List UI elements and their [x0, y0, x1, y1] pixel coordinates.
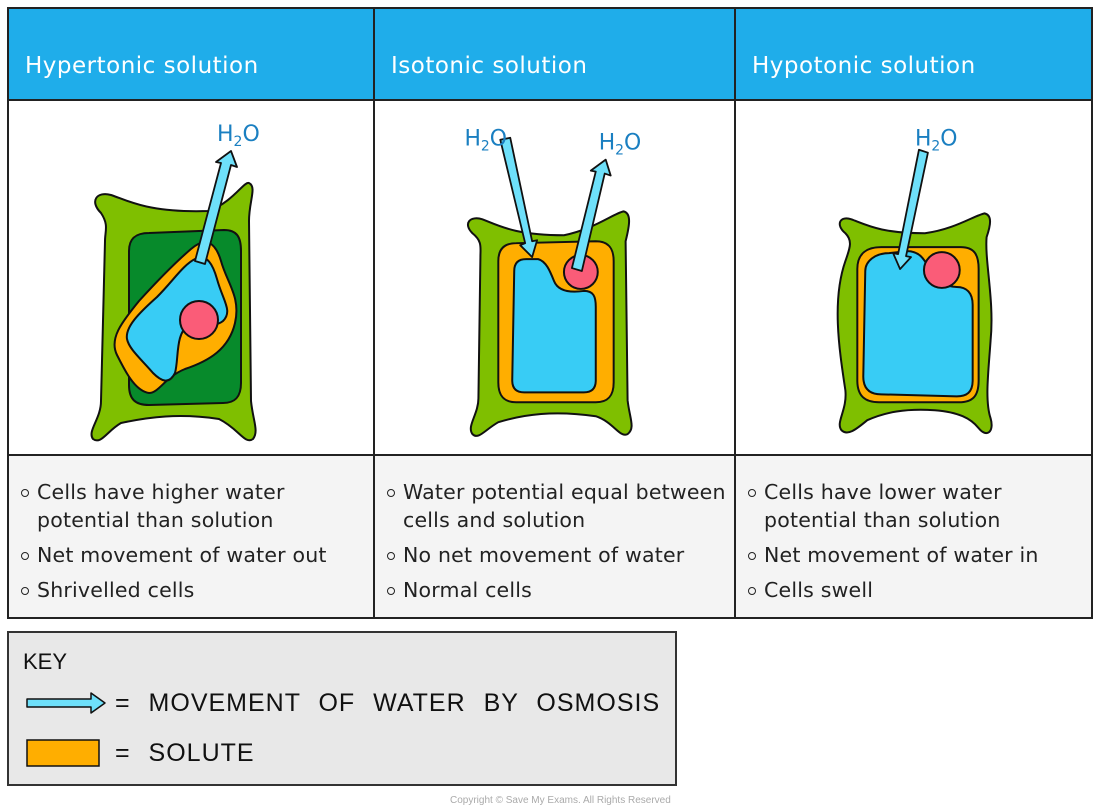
key-item-solute: = SOLUTE: [25, 738, 255, 768]
key-label: = SOLUTE: [115, 738, 255, 767]
cell-diagram-hypotonic: H2O: [736, 101, 1091, 454]
bullet-item: Normal cells: [385, 576, 726, 604]
column-header: Isotonic solution: [375, 9, 734, 101]
bullet-item: Net movement of water out: [19, 541, 365, 569]
bullet-item: Net movement of water in: [746, 541, 1083, 569]
nucleus: [179, 300, 219, 340]
cell-diagram-hypertonic: H2O: [9, 101, 373, 454]
bullet-item: No net movement of water: [385, 541, 726, 569]
nucleus: [922, 251, 961, 289]
bullet-item: Shrivelled cells: [19, 576, 365, 604]
water-arrow-out: [194, 150, 238, 265]
bullet-item: Water potential equal between cells and …: [385, 478, 726, 534]
key-legend: KEY = MOVEMENT OF WATER BY OSMOSIS = SOL…: [7, 631, 677, 786]
plant-cell-normal: H2O H2O: [465, 127, 642, 437]
column-isotonic: Isotonic solution H2O H2O Water potentia…: [373, 9, 734, 617]
copyright-notice: Copyright © Save My Exams. All Rights Re…: [450, 795, 671, 806]
description-box: Water potential equal between cells and …: [375, 454, 734, 617]
column-hypotonic: Hypotonic solution H2O Cells have lower …: [734, 9, 1091, 617]
column-title: Isotonic solution: [391, 53, 588, 79]
h2o-label: H2O: [599, 131, 642, 159]
description-box: Cells have lower water potential than so…: [736, 454, 1091, 617]
solute-swatch: [26, 739, 100, 768]
column-title: Hypotonic solution: [752, 53, 976, 79]
water-arrow-in: [499, 136, 538, 259]
column-hypertonic: Hypertonic solution H2O Cells have highe…: [9, 9, 373, 617]
column-header: Hypotonic solution: [736, 9, 1091, 101]
water-arrow-in: [892, 148, 929, 270]
osmosis-comparison-table: Hypertonic solution H2O Cells have highe…: [7, 7, 1093, 619]
arrow-icon: [26, 692, 106, 715]
key-title: KEY: [23, 649, 68, 674]
vacuole: [125, 256, 229, 382]
column-header: Hypertonic solution: [9, 9, 373, 101]
water-arrow-out: [571, 158, 612, 272]
key-item-osmosis: = MOVEMENT OF WATER BY OSMOSIS: [25, 688, 660, 718]
cell-diagram-isotonic: H2O H2O: [375, 101, 734, 454]
plant-cell-swollen: H2O: [836, 127, 993, 435]
plant-cell-shrivelled: H2O: [90, 122, 260, 442]
key-label: = MOVEMENT OF WATER BY OSMOSIS: [115, 688, 661, 717]
h2o-label: H2O: [915, 127, 958, 155]
h2o-label: H2O: [217, 122, 260, 150]
bullet-item: Cells have higher water potential than s…: [19, 478, 365, 534]
description-box: Cells have higher water potential than s…: [9, 454, 373, 617]
bullet-item: Cells swell: [746, 576, 1083, 604]
bullet-item: Cells have lower water potential than so…: [746, 478, 1083, 534]
column-title: Hypertonic solution: [25, 53, 259, 79]
vacuole: [511, 258, 597, 394]
h2o-label: H2O: [465, 127, 508, 155]
